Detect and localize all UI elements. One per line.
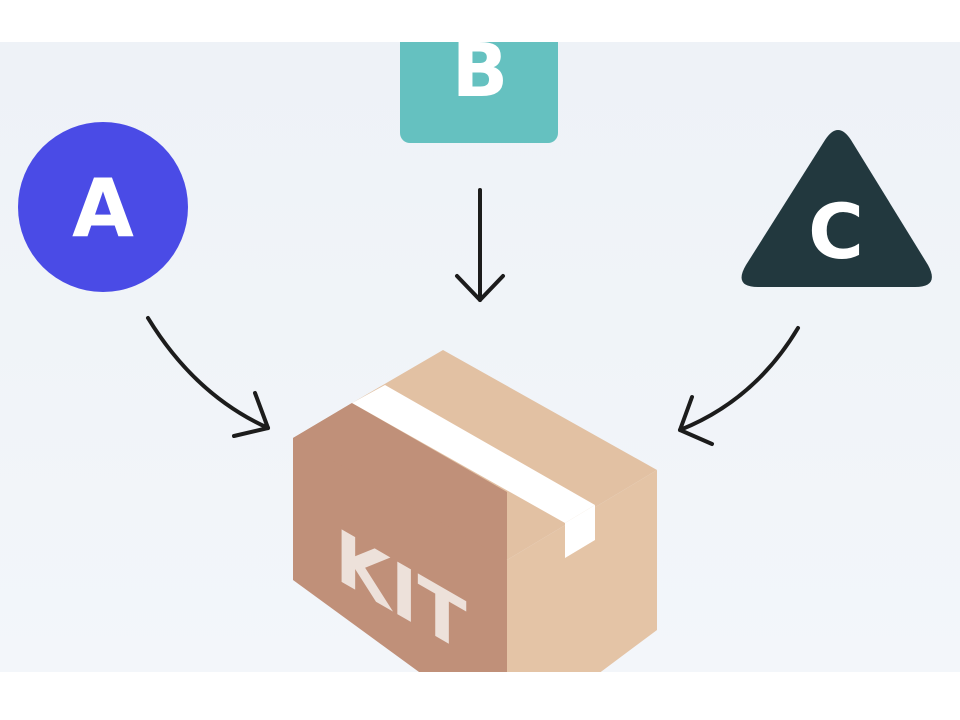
box-front — [293, 403, 507, 672]
box-side — [507, 470, 657, 672]
label-b: B — [452, 28, 508, 114]
shape-b-square: B — [400, 28, 558, 143]
label-c: C — [808, 187, 864, 276]
arrow-c-to-kit — [678, 326, 800, 446]
kit-box: KIT — [293, 350, 657, 672]
arrow-b-to-kit — [455, 188, 505, 302]
box-tape — [352, 385, 595, 523]
shape-c-triangle: C — [741, 130, 932, 287]
label-a: A — [72, 162, 134, 255]
arrow-a-to-kit — [146, 316, 270, 438]
shape-a-circle: A — [18, 122, 188, 292]
